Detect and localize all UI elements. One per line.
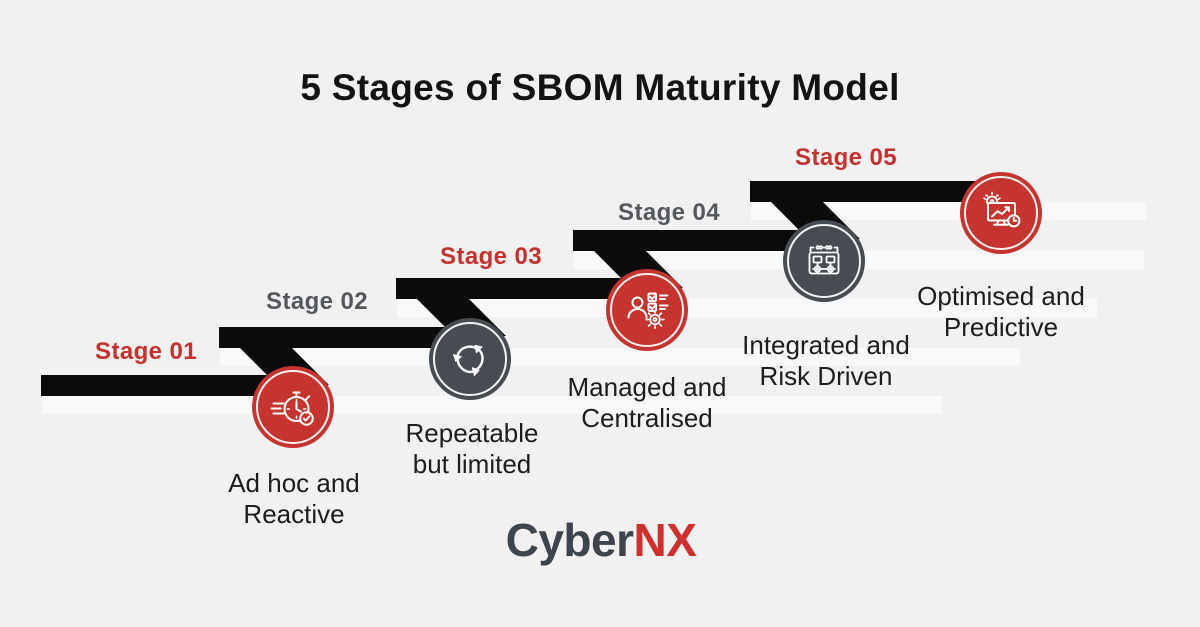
description-line: Managed and [567, 372, 727, 402]
page-title: 5 Stages of SBOM Maturity Model [300, 67, 900, 108]
logo-text-nx: NX [633, 514, 697, 566]
stage-01-label: Stage 01 [95, 338, 197, 365]
description-line: Risk Driven [759, 361, 893, 391]
speed-stopwatch-icon [270, 391, 314, 426]
stage-01-description: Ad hoc and Reactive [228, 468, 360, 530]
step-bar [750, 181, 1003, 202]
step-highlight-band [42, 396, 942, 414]
stage-04-badge [783, 220, 865, 302]
cybernx-logo: CyberNX [506, 513, 697, 567]
stage-05-label: Stage 05 [795, 144, 897, 171]
person-checklist-gear-icon [627, 292, 669, 330]
description-line: Centralised [581, 403, 713, 433]
description-line: Ad hoc and [228, 468, 360, 498]
description-line: Reactive [243, 499, 345, 529]
stage-02-badge [429, 318, 511, 400]
logo-text-cyber: Cyber [505, 514, 634, 566]
step-bar [219, 327, 473, 348]
description-line: Predictive [943, 312, 1059, 342]
description-line: Repeatable [405, 418, 539, 448]
stage-03-description: Managed and Centralised [567, 372, 726, 434]
step-highlight-band [751, 202, 1146, 220]
cycle-arrows-icon [453, 345, 484, 376]
stage-03-badge [606, 269, 688, 351]
monitor-analytics-icon [983, 191, 1021, 228]
stage-03-label: Stage 03 [440, 243, 542, 270]
stage-04-description: Integrated and Risk Driven [742, 330, 910, 392]
stage-01-badge [252, 366, 334, 448]
step-highlight-band [397, 299, 1097, 317]
step-bar [573, 230, 827, 251]
step-bar [41, 375, 295, 396]
step-bar [396, 278, 650, 299]
description-line: but limited [412, 449, 532, 479]
stage-02-description: Repeatable but limited [406, 418, 539, 480]
stage-02-label: Stage 02 [266, 288, 368, 315]
description-line: Integrated and [742, 330, 910, 360]
stage-04-label: Stage 04 [618, 199, 720, 226]
step-highlight-band [220, 348, 1020, 366]
description-line: Optimised and [917, 281, 1085, 311]
stage-05-badge [960, 172, 1042, 254]
automation-workflow-icon [808, 245, 840, 275]
stage-05-description: Optimised and Predictive [917, 281, 1085, 343]
